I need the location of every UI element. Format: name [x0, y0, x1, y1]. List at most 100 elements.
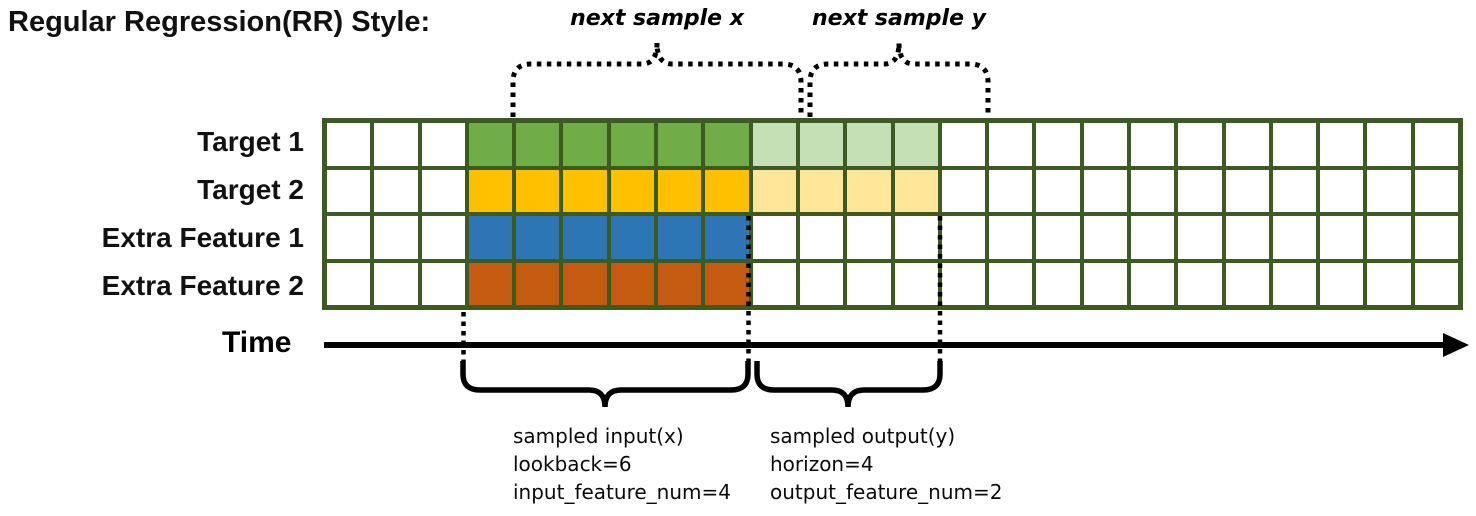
grid-cell: [372, 167, 420, 214]
row-label: Target 2: [197, 174, 304, 205]
grid-cell: [939, 167, 988, 214]
grid-cell: [514, 214, 562, 261]
grid-cell: [987, 214, 1035, 261]
grid-cell: [1176, 214, 1224, 261]
grid-cell: [1176, 121, 1224, 168]
grid-cell: [987, 121, 1035, 168]
grid-cell: [1365, 121, 1413, 168]
grid-cell: [608, 167, 657, 214]
grid-cell: [1412, 214, 1460, 261]
grid-cell: [656, 121, 704, 168]
grid-cell: [1223, 214, 1271, 261]
horizon-line: horizon=4: [770, 452, 874, 476]
grid-cell: [372, 260, 420, 307]
input-feature-num-line: input_feature_num=4: [513, 480, 731, 504]
grid-cell: [325, 121, 373, 168]
diagram-title: Regular Regression(RR) Style:: [8, 6, 431, 38]
grid-cell: [1365, 214, 1413, 261]
grid-cell: [514, 260, 562, 307]
grid-cell: [514, 121, 562, 168]
grid-cell: [750, 121, 798, 168]
grid-cell: [466, 260, 515, 307]
time-axis-label: Time: [222, 326, 292, 359]
grid-cell: [939, 121, 988, 168]
grid-cell: [466, 167, 515, 214]
grid-cell: [845, 167, 893, 214]
grid-cell: [1318, 214, 1366, 261]
grid-cell: [1318, 260, 1366, 307]
grid-cell: [1318, 167, 1366, 214]
grid-cell: [1034, 260, 1082, 307]
grid-cell: [656, 214, 704, 261]
grid-cell: [466, 214, 515, 261]
next-sample-x-label: next sample x: [570, 6, 744, 31]
grid-cell: [514, 167, 562, 214]
grid-cell: [1128, 214, 1177, 261]
grid-cell: [797, 167, 846, 214]
grid-cell: [750, 260, 798, 307]
grid-cell: [561, 121, 609, 168]
grid-cell: [419, 260, 467, 307]
grid-cell: [608, 214, 657, 261]
grid-cell: [1128, 260, 1177, 307]
row-label: Extra Feature 1: [101, 222, 304, 253]
grid-cell: [987, 167, 1035, 214]
grid-cell: [1081, 121, 1129, 168]
grid-cell: [1081, 214, 1129, 261]
grid-cell: [561, 260, 609, 307]
grid-cell: [1223, 121, 1271, 168]
grid-cell: [939, 214, 988, 261]
next-sample-x-brace: [510, 42, 804, 117]
grid-cell: [892, 260, 940, 307]
grid-cell: [703, 167, 751, 214]
grid-cell: [372, 214, 420, 261]
grid-cell: [703, 121, 751, 168]
grid-cell: [797, 121, 846, 168]
grid-cell: [750, 214, 798, 261]
grid-cell: [892, 214, 940, 261]
grid-cell: [1223, 260, 1271, 307]
grid-cell: [656, 167, 704, 214]
grid-cell: [1270, 167, 1319, 214]
grid-cell: [608, 121, 657, 168]
grid-cell: [1412, 260, 1460, 307]
row-label: Target 1: [197, 126, 304, 157]
grid-cell: [845, 260, 893, 307]
grid-cell: [608, 260, 657, 307]
grid-cell: [561, 167, 609, 214]
grid-cell: [419, 121, 467, 168]
grid-cell: [797, 260, 846, 307]
next-sample-y-brace: [807, 42, 991, 117]
grid-cell: [419, 167, 467, 214]
grid-cell: [845, 214, 893, 261]
grid-cell: [1318, 121, 1366, 168]
grid-cell: [797, 214, 846, 261]
grid-cell: [1270, 121, 1319, 168]
grid-cell: [1223, 167, 1271, 214]
grid-cell: [1412, 167, 1460, 214]
grid-cell: [1176, 167, 1224, 214]
row-label: Extra Feature 2: [101, 270, 304, 301]
grid-cell: [1128, 121, 1177, 168]
grid-cell: [372, 121, 420, 168]
grid-cell: [987, 260, 1035, 307]
sampled-input-line: sampled input(x): [513, 424, 684, 448]
sampled-output-annotation: sampled output(y) horizon=4 output_featu…: [770, 422, 1003, 506]
grid-cell: [325, 260, 373, 307]
grid-cell: [1270, 260, 1319, 307]
grid-cell: [892, 121, 940, 168]
grid-cell: [1365, 167, 1413, 214]
grid-cell: [750, 167, 798, 214]
sampled-output-line: sampled output(y): [770, 424, 956, 448]
grid-cell: [703, 260, 751, 307]
grid: [322, 118, 1463, 310]
grid-cell: [703, 214, 751, 261]
row-labels: Target 1 Target 2 Extra Feature 1 Extra Fea…: [30, 118, 314, 310]
grid-cell: [892, 167, 940, 214]
grid-cell: [1365, 260, 1413, 307]
grid-cell: [1412, 121, 1460, 168]
grid-cell: [466, 121, 515, 168]
time-axis-arrow-head: [1443, 333, 1469, 357]
grid-cell: [1128, 167, 1177, 214]
